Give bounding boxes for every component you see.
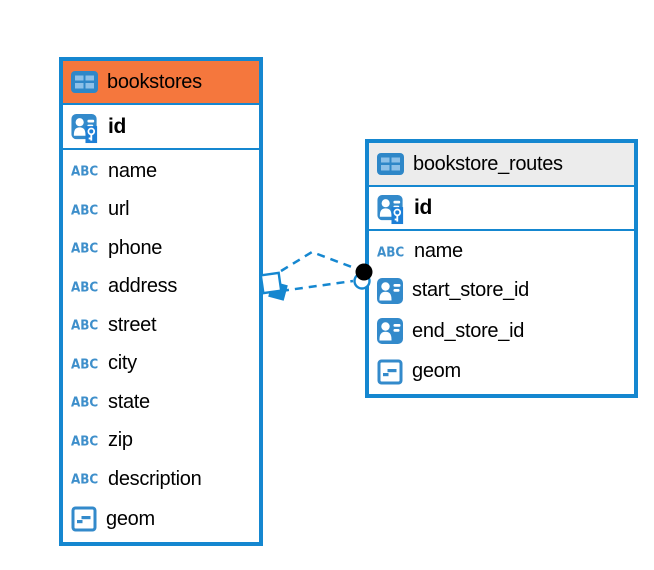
column-label: end_store_id [412, 319, 525, 342]
column-label: name [108, 159, 157, 182]
relationship-one-end-marker[interactable] [353, 263, 373, 290]
column-label: geom [412, 360, 461, 383]
column-row-geom[interactable]: geom [369, 352, 634, 393]
column-row-city[interactable]: ABC city [63, 345, 259, 384]
text-type-icon: ABC [71, 317, 99, 333]
column-row-street[interactable]: ABC street [63, 306, 259, 345]
text-type-icon: ABC [71, 356, 99, 372]
column-row-name[interactable]: ABC name [63, 152, 259, 191]
column-label: phone [108, 236, 163, 259]
table-icon [377, 153, 404, 175]
text-type-icon: ABC [71, 240, 99, 256]
table-header-bookstore-routes[interactable]: bookstore_routes [369, 143, 634, 187]
column-label: geom [106, 507, 155, 530]
text-type-icon: ABC [377, 244, 405, 260]
column-label: start_store_id [412, 279, 529, 302]
table-name-label: bookstores [107, 70, 202, 93]
column-row-start-store-id[interactable]: start_store_id [369, 271, 634, 312]
table-name-label: bookstore_routes [413, 152, 563, 175]
column-label: description [108, 467, 202, 490]
column-row-name[interactable]: ABC name [369, 233, 634, 271]
column-row-geom[interactable]: geom [63, 499, 259, 541]
column-label: name [414, 240, 463, 263]
primary-key-icon [71, 114, 99, 144]
text-type-icon: ABC [71, 471, 99, 487]
relationship-line-1[interactable] [280, 250, 358, 273]
geometry-type-icon [377, 359, 403, 385]
column-row-zip[interactable]: ABC zip [63, 422, 259, 461]
column-label: street [108, 313, 157, 336]
primary-key-row-bookstores[interactable]: id [63, 105, 259, 150]
column-row-url[interactable]: ABC url [63, 191, 259, 230]
column-label: city [108, 352, 137, 375]
column-row-description[interactable]: ABC description [63, 460, 259, 499]
table-bookstore-routes[interactable]: bookstore_routes id ABC name start_store… [365, 139, 638, 398]
column-row-phone[interactable]: ABC phone [63, 229, 259, 268]
geometry-type-icon [71, 506, 97, 532]
primary-key-label: id [108, 114, 127, 138]
relationship-line-2[interactable] [280, 279, 354, 293]
table-bookstores[interactable]: bookstores id ABC name ABC url ABC phone… [59, 57, 263, 546]
column-list-bookstores: ABC name ABC url ABC phone ABC address A… [63, 150, 259, 542]
column-row-address[interactable]: ABC address [63, 268, 259, 307]
reference-type-icon [377, 278, 403, 304]
primary-key-row-bookstore-routes[interactable]: id [369, 187, 634, 231]
reference-type-icon [377, 318, 403, 344]
column-list-bookstore-routes: ABC name start_store_id end_store_id geo… [369, 231, 634, 394]
column-label: zip [108, 429, 133, 452]
column-row-state[interactable]: ABC state [63, 383, 259, 422]
primary-key-label: id [414, 196, 433, 219]
text-type-icon: ABC [71, 202, 99, 218]
text-type-icon: ABC [71, 163, 99, 179]
column-label: address [108, 275, 178, 298]
column-row-end-store-id[interactable]: end_store_id [369, 311, 634, 352]
column-label: state [108, 390, 150, 413]
relationship-many-end-marker[interactable] [259, 271, 288, 301]
text-type-icon: ABC [71, 279, 99, 295]
text-type-icon: ABC [71, 394, 99, 410]
table-header-bookstores[interactable]: bookstores [63, 61, 259, 105]
column-label: url [108, 198, 130, 221]
text-type-icon: ABC [71, 433, 99, 449]
table-icon [71, 71, 98, 93]
primary-key-icon [377, 195, 405, 225]
